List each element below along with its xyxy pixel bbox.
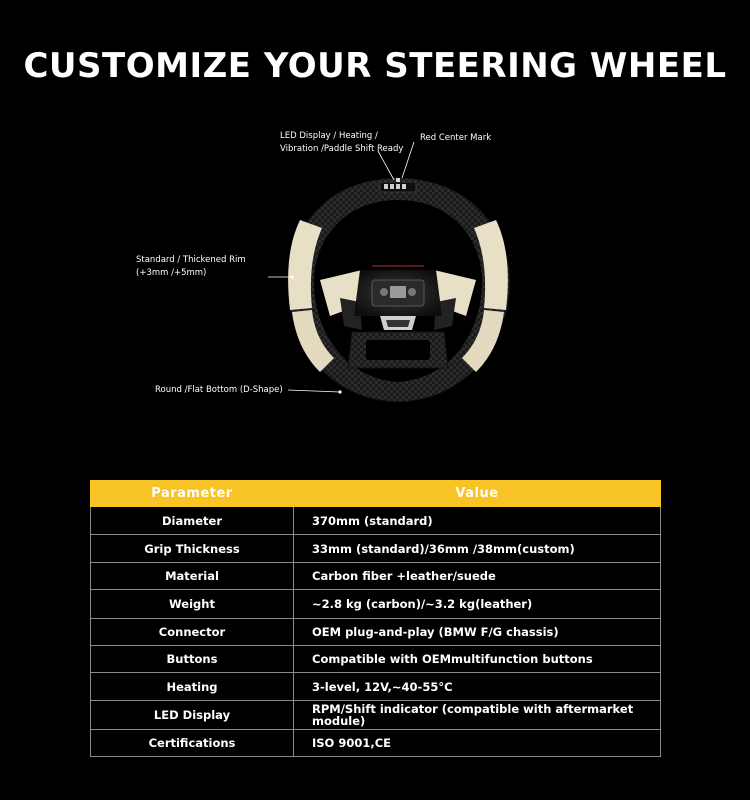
callout-red-center-mark: Red Center Mark <box>420 133 492 143</box>
row-param: Connector <box>90 618 294 646</box>
table-row: Material Carbon fiber +leather/suede <box>90 562 661 590</box>
callout-rim-line-1: Standard / Thickened Rim <box>136 255 246 265</box>
row-param: Buttons <box>90 645 294 673</box>
center-mark-icon <box>396 178 400 182</box>
row-value: Carbon fiber +leather/suede <box>293 562 661 590</box>
header-value: Value <box>293 480 661 507</box>
row-param: Grip Thickness <box>90 534 294 563</box>
table-row: Heating 3-level, 12V,~40-55°C <box>90 672 661 701</box>
row-param: Heating <box>90 672 294 701</box>
spec-table: Parameter Value Diameter 370mm (standard… <box>90 480 661 757</box>
table-row: Certifications ISO 9001,CE <box>90 729 661 757</box>
callout-line-bottom <box>287 389 341 393</box>
callout-rim-line-2: (+3mm /+5mm) <box>136 268 207 278</box>
row-value: 370mm (standard) <box>293 506 661 535</box>
table-header-row: Parameter Value <box>90 480 661 507</box>
table-row: LED Display RPM/Shift indicator (compati… <box>90 700 661 730</box>
callout-led-line-2: Vibration /Paddle Shift Ready <box>280 144 404 154</box>
row-param: LED Display <box>90 700 294 730</box>
row-value: ISO 9001,CE <box>293 729 661 757</box>
callout-led-line-1: LED Display / Heating / <box>280 131 378 141</box>
steering-wheel-icon <box>268 141 511 403</box>
row-value: OEM plug-and-play (BMW F/G chassis) <box>293 618 661 646</box>
row-param: Certifications <box>90 729 294 757</box>
row-value: RPM/Shift indicator (compatible with aft… <box>293 700 661 730</box>
row-value: Compatible with OEMmultifunction buttons <box>293 645 661 673</box>
wheel-illustration-area <box>0 120 750 420</box>
table-row: Buttons Compatible with OEMmultifunction… <box>90 645 661 673</box>
wheel-hub <box>354 265 442 330</box>
row-value: 3-level, 12V,~40-55°C <box>293 672 661 701</box>
row-param: Material <box>90 562 294 590</box>
callout-line-led <box>377 150 395 181</box>
row-value: 33mm (standard)/36mm /38mm(custom) <box>293 534 661 563</box>
header-parameter: Parameter <box>90 480 294 507</box>
callout-line-center <box>401 141 415 179</box>
callout-bottom: Round /Flat Bottom (D-Shape) <box>155 385 283 395</box>
row-param: Weight <box>90 589 294 619</box>
table-row: Connector OEM plug-and-play (BMW F/G cha… <box>90 618 661 646</box>
table-row: Grip Thickness 33mm (standard)/36mm /38m… <box>90 534 661 563</box>
table-row: Weight ~2.8 kg (carbon)/~3.2 kg(leather) <box>90 589 661 619</box>
page-title: CUSTOMIZE YOUR STEERING WHEEL <box>23 46 727 86</box>
callout-led-display: LED Display / Heating / Vibration /Paddl… <box>280 130 403 156</box>
table-row: Diameter 370mm (standard) <box>90 506 661 535</box>
row-value: ~2.8 kg (carbon)/~3.2 kg(leather) <box>293 589 661 619</box>
callout-rim: Standard / Thickened Rim (+3mm /+5mm) <box>136 254 246 280</box>
row-param: Diameter <box>90 506 294 535</box>
